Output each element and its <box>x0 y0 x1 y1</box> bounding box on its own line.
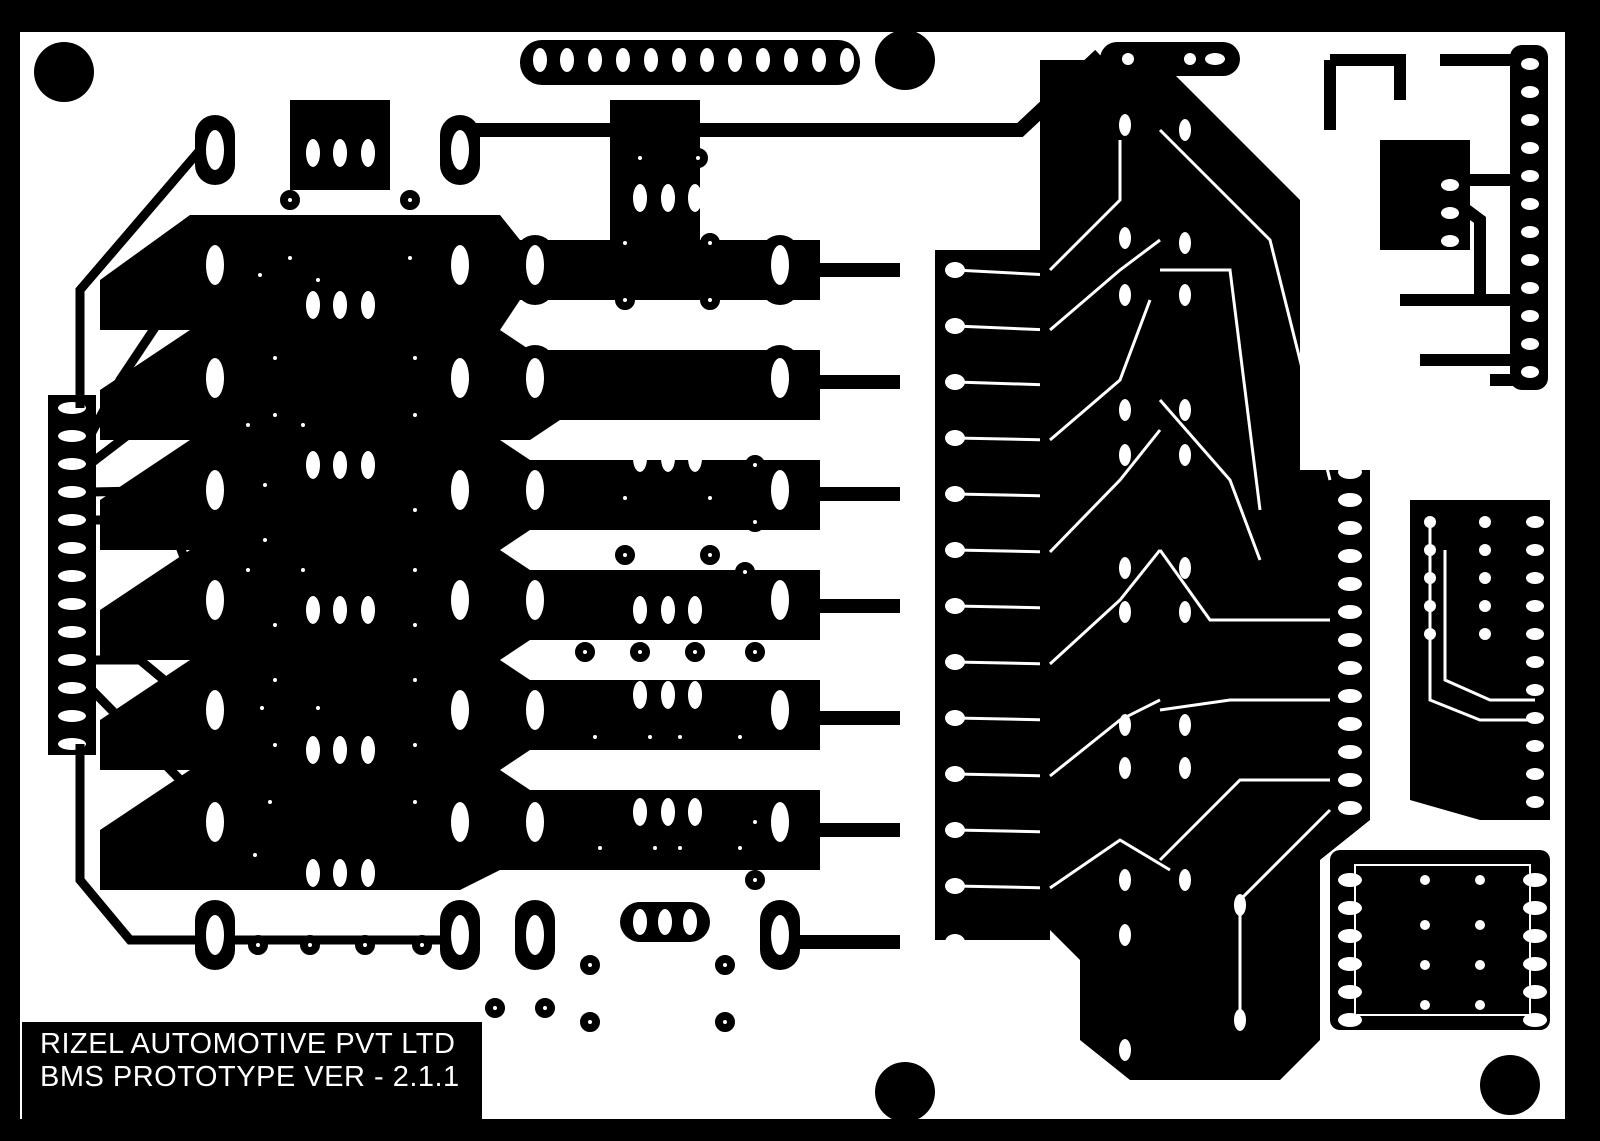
mounting-hole-bottom-middle <box>875 1062 935 1122</box>
mounting-hole-top-middle <box>875 30 935 90</box>
top-right-module <box>1324 45 1548 390</box>
mounting-hole-bottom-right <box>1480 1055 1540 1115</box>
top-header-connector <box>520 40 860 85</box>
left-edge-connector <box>48 395 96 755</box>
top-bus-trace <box>470 49 1105 137</box>
top-small-pads <box>1100 42 1240 76</box>
transistor-pads <box>306 139 702 887</box>
board-label-area <box>22 1022 482 1122</box>
mounting-hole-top-left <box>34 42 94 102</box>
right-middle-connector <box>1410 500 1550 820</box>
right-ic-connector <box>1338 465 1362 815</box>
vias <box>238 148 765 1032</box>
channel-pads <box>195 115 800 970</box>
left-traces <box>75 147 460 945</box>
bottom-transistor <box>620 902 710 942</box>
resistor-column <box>800 250 1051 950</box>
company-name: RIZEL AUTOMOTIVE PVT LTD <box>40 1028 456 1060</box>
bottom-right-module <box>1330 850 1550 1030</box>
prototype-version: BMS PROTOTYPE VER - 2.1.1 <box>40 1061 460 1093</box>
central-copper <box>1040 60 1370 1080</box>
